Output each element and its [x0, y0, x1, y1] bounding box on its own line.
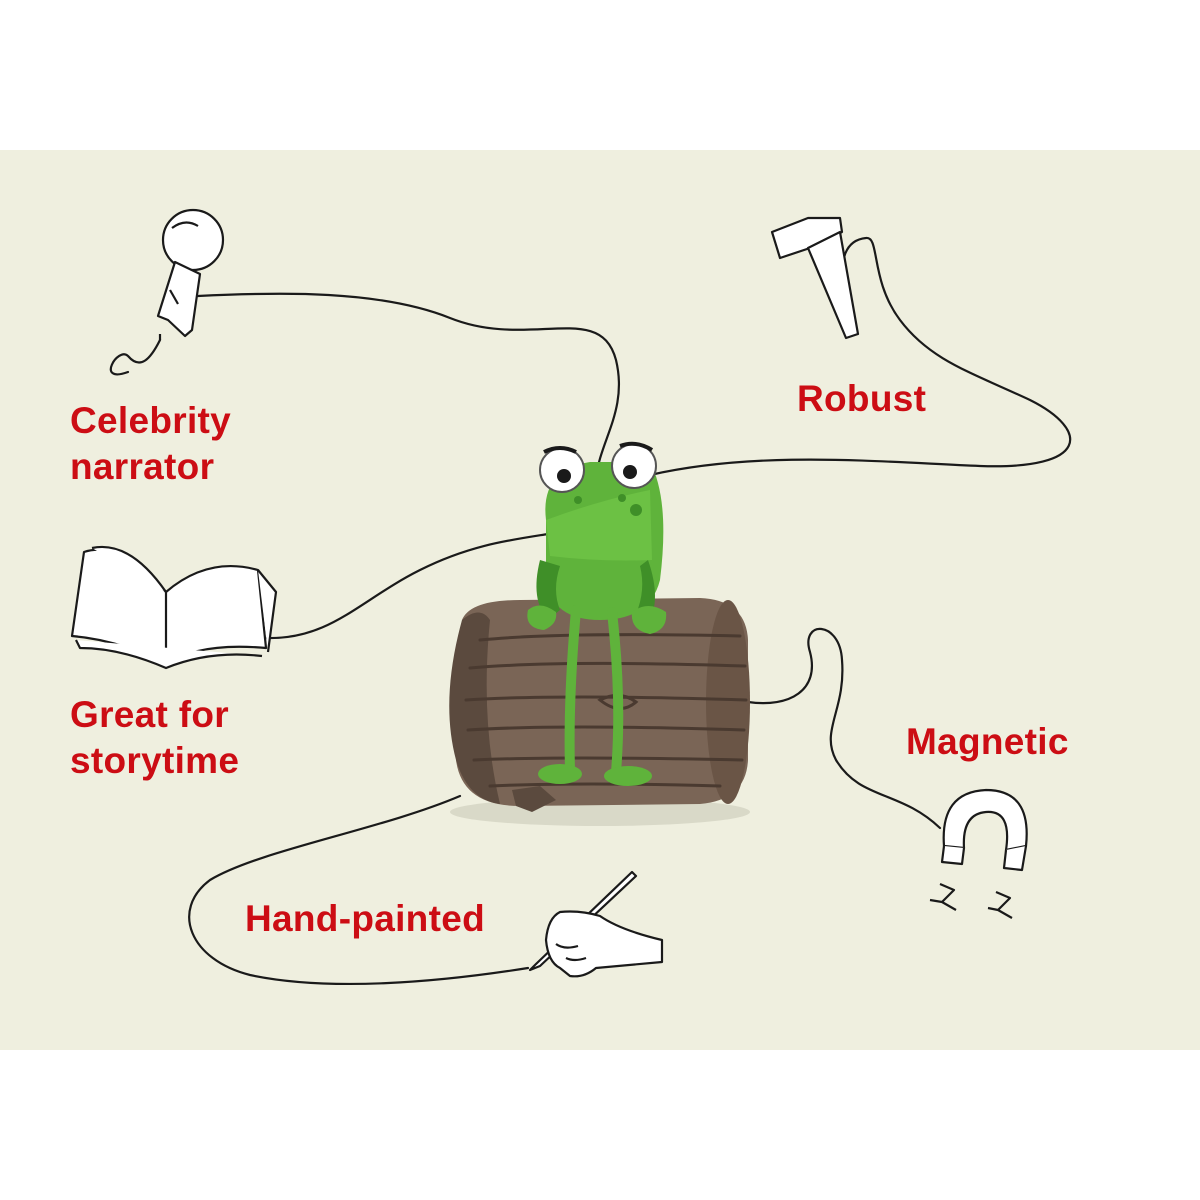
feature-label-line: narrator — [70, 446, 215, 487]
hammer-icon — [770, 216, 860, 340]
feature-label-great-for-storytime: Great for storytime — [70, 692, 239, 784]
feature-label-line: Robust — [797, 378, 927, 419]
feature-label-line: storytime — [70, 740, 240, 781]
frog-figure — [527, 441, 667, 786]
log-figure — [449, 598, 750, 826]
line-microphone — [196, 292, 621, 480]
line-book — [264, 532, 550, 640]
feature-label-line: Great for — [70, 694, 229, 735]
feature-label-line: Celebrity — [70, 400, 232, 441]
microphone-icon — [156, 208, 225, 340]
line-hammer — [648, 236, 1072, 477]
magnet-icon — [929, 788, 1028, 919]
line-hand — [188, 794, 530, 986]
feature-label-robust: Robust — [797, 376, 926, 422]
feature-label-line: Magnetic — [906, 721, 1069, 762]
feature-label-celebrity-narrator: Celebrity narrator — [70, 398, 231, 490]
feature-label-hand-painted: Hand-painted — [245, 896, 485, 942]
open-book-icon — [70, 545, 278, 670]
line-magnet — [746, 627, 942, 830]
hand-brush-icon — [528, 870, 664, 978]
feature-label-magnetic: Magnetic — [906, 719, 1069, 765]
feature-label-line: Hand-painted — [245, 898, 485, 939]
connector-lines — [109, 236, 1072, 986]
line-microphone-tail — [109, 338, 162, 376]
